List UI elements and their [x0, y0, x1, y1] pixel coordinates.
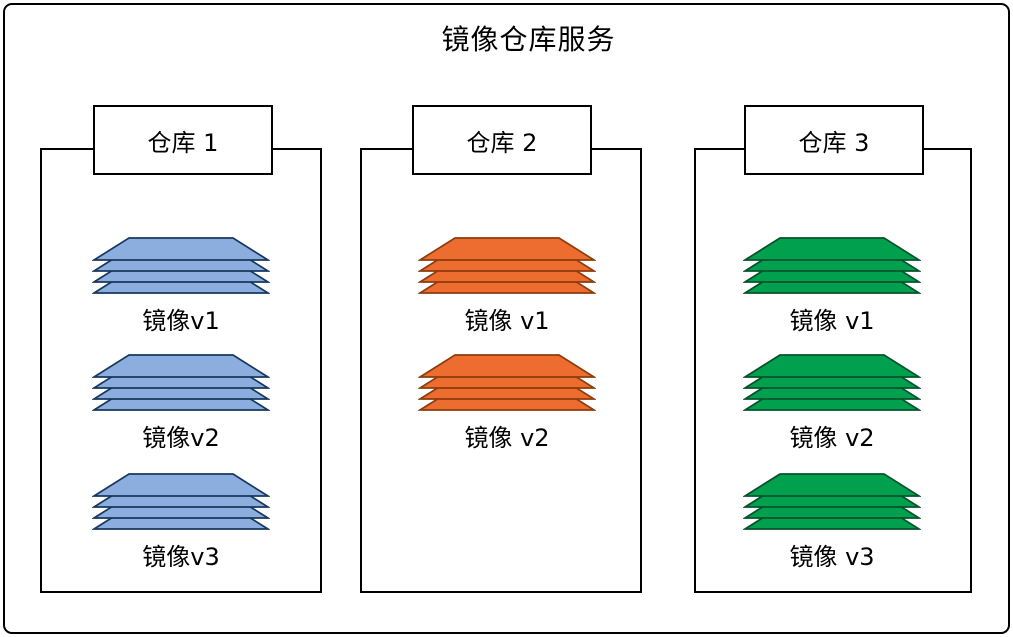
- image-version-label: 镜像v1: [142, 307, 220, 335]
- image-version-label: 镜像v2: [142, 424, 220, 452]
- diagram-title: 镜像仓库服务: [441, 23, 616, 56]
- layer-stack-icon: [743, 354, 921, 411]
- image-group-repo3-v1: 镜像 v1: [743, 236, 921, 336]
- layer-stack-icon: [92, 237, 270, 294]
- image-group-repo3-v3: 镜像 v3: [743, 472, 921, 572]
- image-version-label: 镜像 v2: [789, 424, 875, 452]
- layer-stack-icon: [743, 473, 921, 530]
- outer-border: [3, 3, 1010, 634]
- layer-stack-icon: [418, 354, 596, 411]
- image-group-repo2-v2: 镜像 v2: [418, 353, 596, 453]
- image-group-repo1-v3: 镜像v3: [92, 472, 270, 572]
- image-version-label: 镜像v3: [142, 543, 220, 571]
- image-group-repo3-v2: 镜像 v2: [743, 353, 921, 453]
- layer-stack-icon: [418, 237, 596, 294]
- layer-stack-icon: [92, 473, 270, 530]
- layer-stack-icon: [92, 354, 270, 411]
- image-version-label: 镜像 v1: [464, 307, 550, 335]
- image-version-label: 镜像 v3: [789, 543, 875, 571]
- repo-label-2: 仓库 2: [412, 105, 592, 175]
- repo-label-3: 仓库 3: [744, 105, 924, 175]
- image-group-repo1-v2: 镜像v2: [92, 353, 270, 453]
- image-group-repo2-v1: 镜像 v1: [418, 236, 596, 336]
- repo-label-1: 仓库 1: [93, 105, 273, 175]
- repo-name: 仓库 1: [147, 128, 219, 157]
- layer-stack-icon: [743, 237, 921, 294]
- repo-name: 仓库 2: [466, 128, 538, 157]
- image-version-label: 镜像 v2: [464, 424, 550, 452]
- image-group-repo1-v1: 镜像v1: [92, 236, 270, 336]
- repo-name: 仓库 3: [798, 128, 870, 157]
- image-version-label: 镜像 v1: [789, 307, 875, 335]
